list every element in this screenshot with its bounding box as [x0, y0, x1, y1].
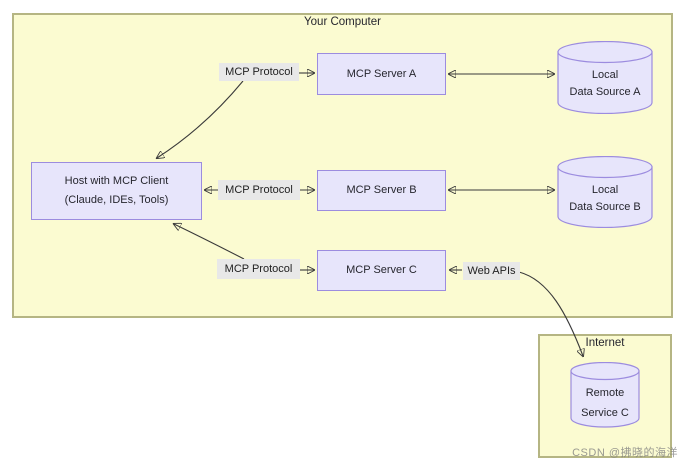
edge-label-web-apis: Web APIs [463, 262, 520, 280]
data-source-b-line2: Data Source B [569, 201, 641, 213]
host-node-line2: (Claude, IDEs, Tools) [64, 194, 169, 206]
data-source-a-line2: Data Source A [569, 86, 641, 98]
internet-title: Internet [585, 337, 625, 349]
remote-service-c-label: Remote Service C [570, 383, 640, 423]
mcp-server-c-node: MCP Server C [317, 250, 446, 291]
edge-label-mcp-protocol-c: MCP Protocol [217, 259, 300, 279]
remote-service-c-node: Remote Service C [570, 362, 640, 428]
local-data-source-b-label: Local Data Source B [557, 182, 653, 216]
mcp-server-a-node: MCP Server A [317, 53, 446, 95]
remote-service-c-line1: Remote [585, 387, 625, 399]
local-data-source-a-node: Local Data Source A [557, 41, 653, 114]
csdn-watermark: CSDN @拂晓的海洋 [572, 447, 678, 459]
host-node-line1: Host with MCP Client [64, 175, 169, 187]
arrow-web-apis-to-remote-service [518, 271, 583, 356]
database-cylinder-icon [557, 156, 653, 228]
local-data-source-b-node: Local Data Source B [557, 156, 653, 228]
your-computer-title: Your Computer [304, 16, 381, 28]
mcp-server-b-node: MCP Server B [317, 170, 446, 211]
internet-group [538, 334, 672, 458]
host-with-mcp-client-node: Host with MCP Client (Claude, IDEs, Tool… [31, 162, 202, 220]
remote-service-c-line2: Service C [581, 407, 629, 419]
edge-label-mcp-protocol-a: MCP Protocol [219, 63, 299, 81]
edge-label-mcp-protocol-b: MCP Protocol [218, 180, 300, 200]
arrow-protocol-a-to-host [157, 80, 244, 158]
mcp-server-a-label: MCP Server A [346, 67, 417, 80]
data-source-a-line1: Local [591, 69, 619, 81]
database-cylinder-icon [557, 41, 653, 114]
mcp-server-b-label: MCP Server B [346, 184, 417, 196]
mcp-server-c-label: MCP Server C [346, 264, 417, 276]
database-cylinder-icon [570, 362, 640, 428]
local-data-source-a-label: Local Data Source A [557, 67, 653, 101]
arrow-protocol-c-to-host [174, 224, 245, 260]
data-source-b-line1: Local [591, 184, 619, 196]
